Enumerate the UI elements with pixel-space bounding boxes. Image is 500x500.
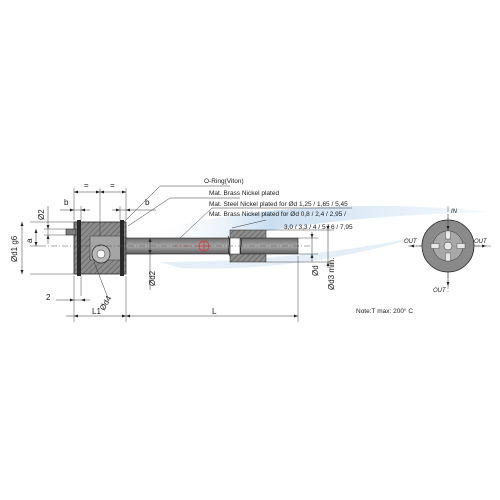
l1-label: L1 (92, 307, 101, 316)
left-dimensions: Ød1 g6 a Ø2 (10, 206, 74, 275)
l-label: L (212, 307, 217, 316)
material-callouts: O-Ring(Viton) Mat. Brass Nickel plated M… (123, 178, 353, 239)
d3-min-label: Ød3 min. (327, 258, 336, 290)
mat-brass-label-1: Mat. Brass Nickel plated (209, 190, 279, 197)
eq-right-label: = (110, 181, 115, 190)
a-label: a (25, 238, 34, 243)
flow-out-bottom-label: OUT (433, 288, 447, 294)
flow-out-right-label: OUT (474, 239, 488, 245)
mat-steel-label: Mat. Steel Nickel plated for Ød 1,25 / 1… (209, 201, 348, 208)
mat-brass-label-2: Mat. Brass Nickel plated for Ød 0,8 / 2,… (209, 211, 346, 218)
b-left-label: b (64, 198, 69, 207)
d2-label: Ød2 (148, 270, 157, 286)
d-label: Ød (311, 265, 320, 276)
temperature-note: Note:T max: 200° C (356, 307, 413, 315)
phi-2-label: Ø2 (37, 209, 46, 220)
d1-g6-label: Ød1 g6 (10, 235, 19, 262)
watermark-swoosh-lower (160, 236, 420, 269)
flow-out-left-label: OUT (404, 239, 418, 245)
flow-in-label: IN (451, 209, 458, 215)
end-view: IN OUT OUT OUT (404, 206, 492, 294)
two-label: 2 (46, 293, 51, 302)
eq-left-label: = (84, 181, 89, 190)
b-right-label: b (145, 198, 150, 207)
o-ring-label: O-Ring(Viton) (204, 178, 244, 185)
d4-label: Ød4 (98, 294, 114, 312)
mat-brass-label-3: 3,0 / 3,3 / 4 / 5 / 6 / 7,95 (284, 224, 353, 231)
top-dimensions: = = b b (60, 181, 156, 236)
